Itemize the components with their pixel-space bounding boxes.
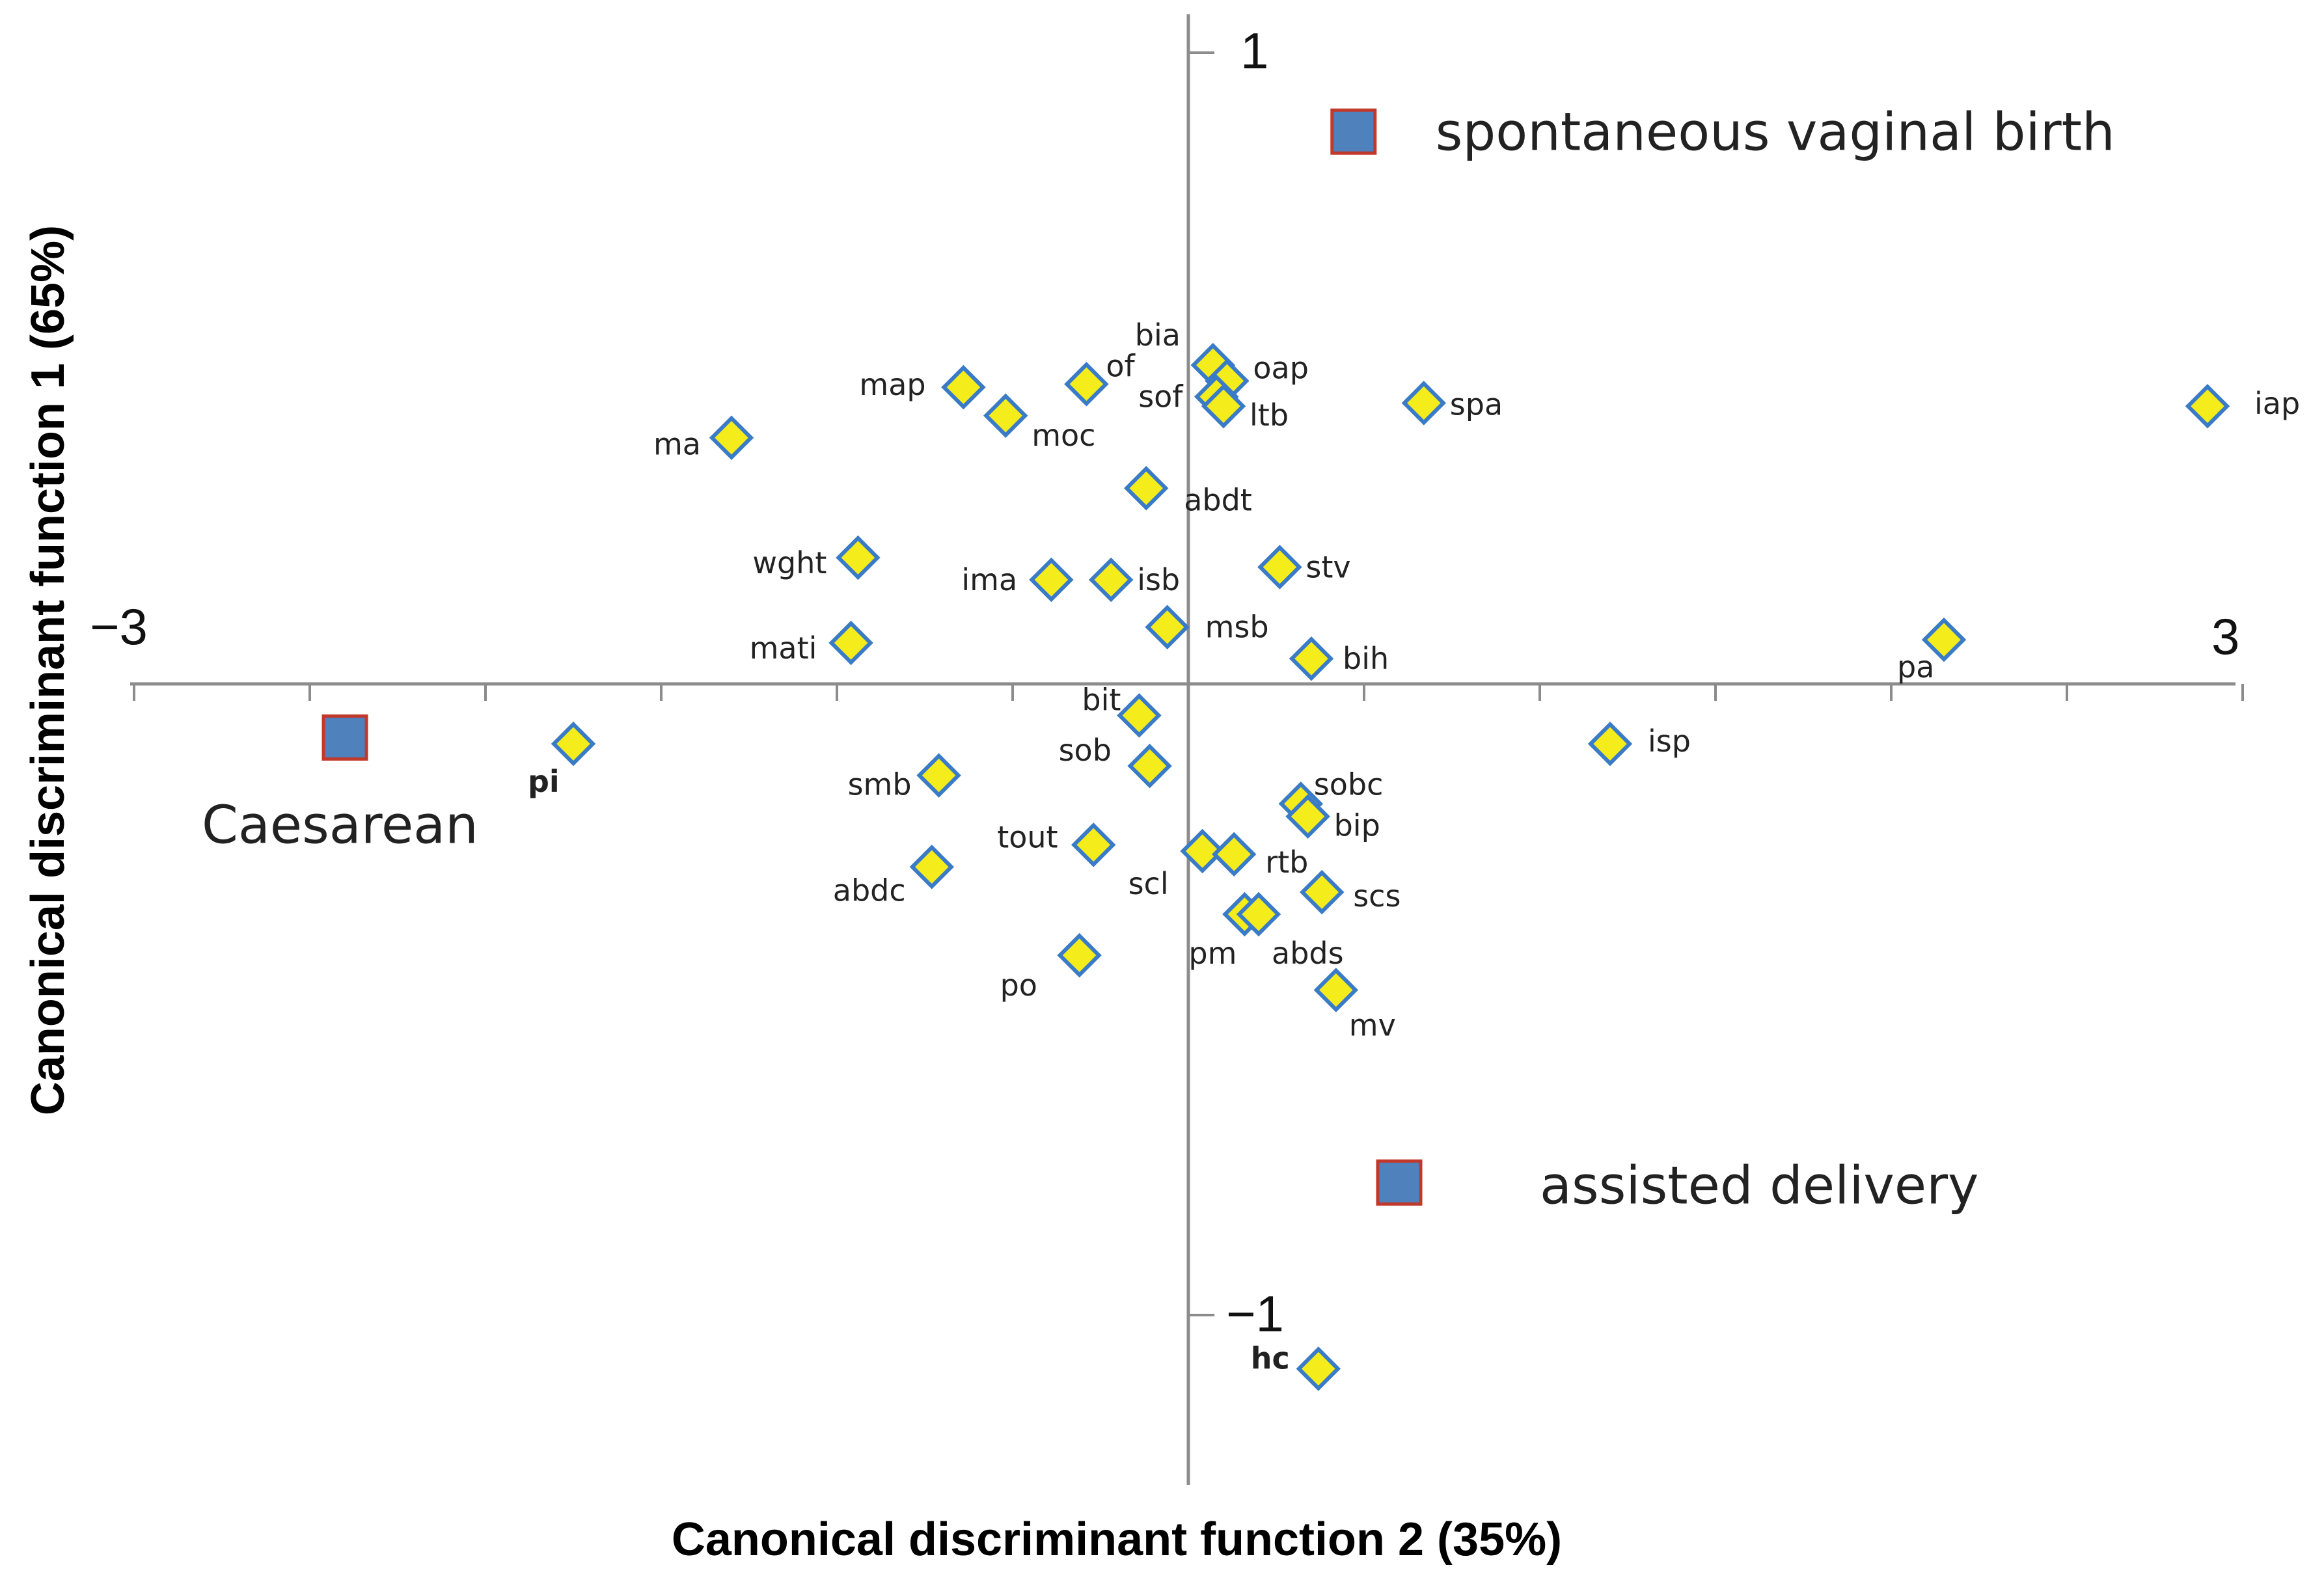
data-point-scl [1180,828,1225,874]
data-point-abdc [909,845,955,890]
x-axis-title: Canonical discriminant function 2 (35%) [672,1514,1562,1566]
x-tick-label-max: 3 [2211,608,2239,665]
group-centroid-1 [321,714,368,761]
data-point-tout [1071,822,1116,867]
data-label-smb: smb [848,767,912,802]
data-point-mv [1313,968,1359,1012]
data-label-sobc: sobc [1314,767,1384,802]
y-tick-label-max: 1 [1240,22,1268,79]
data-label-rtb: rtb [1265,845,1308,880]
data-point-bit [1117,693,1162,738]
data-label-bia: bia [1135,318,1181,353]
data-point-stv [1257,545,1302,590]
data-label-ltb: ltb [1250,398,1289,433]
data-point-moc [983,393,1028,438]
data-label-moc: moc [1032,418,1095,453]
data-point-scs [1299,869,1345,915]
y-tick-label-min: −1 [1226,1285,1284,1342]
group-centroid-0 [1330,108,1377,155]
data-label-abdt: abdt [1184,482,1252,517]
data-label-of: of [1106,348,1136,383]
y-axis-ticks [1188,51,1214,1316]
data-point-spa [1401,381,1447,426]
data-point-rtb [1211,832,1257,877]
data-label-map: map [859,367,925,402]
data-label-isb: isb [1137,562,1180,597]
data-label-ma: ma [653,427,701,462]
data-label-po: po [1000,968,1037,1003]
data-label-msb: msb [1205,610,1269,645]
group-label-0: spontaneous vaginal birth [1436,102,2115,162]
y-axis-title: Canonical discriminant function 1 (65%) [22,225,74,1115]
data-point-pi [551,721,596,767]
x-tick-label-min: −3 [90,598,148,655]
data-point-msb [1145,605,1190,649]
data-point-ltb [1201,383,1246,429]
data-point-abds [1236,891,1281,937]
data-point-ima [1029,557,1074,603]
data-label-pm: pm [1188,936,1237,971]
group-label-1: Caesarean [202,795,478,855]
data-point-pa [1921,617,1967,662]
data-label-iap: iap [2254,386,2300,421]
data-label-ima: ima [961,562,1017,597]
data-label-pa: pa [1897,649,1934,685]
data-label-hc: hc [1251,1340,1290,1376]
x-axis-ticks [133,684,2244,701]
data-point-sob [1127,743,1172,789]
data-point-iap [2185,383,2230,429]
data-label-abds: abds [1272,936,1344,971]
data-points: iap pa isp spa bia oap sof ltb of map moc ma abdt wgh… [202,102,2300,1391]
data-point-smb [916,753,961,798]
data-label-sof: sof [1138,379,1184,414]
data-label-mati: mati [750,631,817,666]
data-label-bih: bih [1343,641,1389,676]
data-label-isp: isp [1648,724,1691,759]
data-label-scs: scs [1353,878,1401,914]
data-label-spa: spa [1450,387,1503,422]
data-point-isp [1587,721,1633,767]
data-label-pi: pi [528,764,560,799]
data-label-tout: tout [997,819,1058,854]
group-label-2: assisted delivery [1540,1155,1978,1216]
data-point-wght [836,535,881,580]
data-point-map [941,364,986,410]
data-label-scl: scl [1128,866,1169,901]
group-centroid-2 [1376,1159,1423,1206]
data-point-abdt [1123,466,1169,511]
data-point-bip [1285,794,1330,839]
data-label-oap: oap [1253,350,1309,385]
data-point-ma [709,415,754,460]
data-label-bip: bip [1334,808,1380,843]
data-label-stv: stv [1306,550,1350,585]
axes: −3 3 1 −1 [90,14,2244,1485]
data-point-po [1057,932,1102,978]
data-point-isb [1088,557,1134,603]
data-label-abdc: abdc [833,873,906,908]
data-point-bih [1289,636,1334,681]
data-label-bit: bit [1082,683,1121,718]
data-point-mati [828,620,873,666]
data-label-wght: wght [752,545,827,580]
data-point-hc [1296,1346,1341,1391]
data-label-mv: mv [1349,1007,1396,1042]
data-point-of [1064,362,1109,407]
data-label-sob: sob [1059,733,1112,768]
